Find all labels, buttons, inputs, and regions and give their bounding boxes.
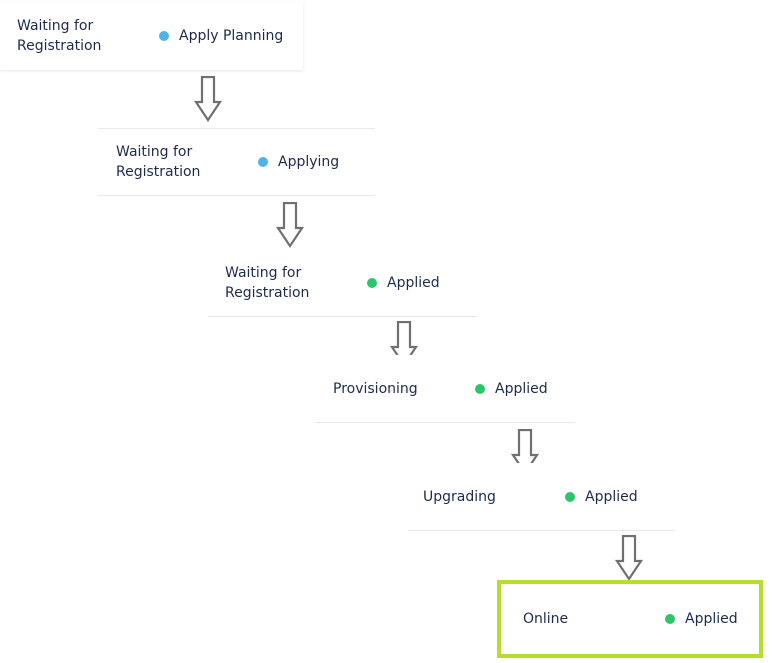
state-label: Waiting for Registration (17, 18, 102, 54)
state-row-1: Waiting for Registration Apply Planning (0, 2, 303, 70)
status-dot-icon (475, 383, 485, 394)
down-arrow-icon (276, 202, 304, 248)
status-indicator: Applied (475, 379, 548, 399)
status-text: Applied (685, 611, 738, 627)
status-dot-icon (159, 31, 169, 41)
state-row-5: Upgrading Applied (408, 463, 675, 531)
status-indicator: Applied (367, 273, 440, 293)
down-arrow-icon (615, 535, 643, 581)
status-indicator: Apply Planning (159, 26, 283, 46)
status-text: Applied (387, 274, 440, 291)
status-indicator: Applied (665, 609, 738, 629)
status-text: Applied (585, 488, 638, 505)
status-dot-icon (665, 614, 675, 624)
status-indicator: Applied (565, 487, 638, 507)
state-label: Upgrading (423, 488, 496, 505)
status-dot-icon (367, 277, 377, 288)
status-dot-icon (258, 157, 268, 167)
state-row-4: Provisioning Applied (315, 355, 575, 423)
state-label: Waiting for Registration (225, 264, 310, 301)
state-label: Provisioning (333, 380, 418, 397)
current-state-highlight: Online Applied (497, 580, 763, 658)
down-arrow-icon (194, 76, 222, 122)
state-label: Waiting for Registration (116, 144, 201, 180)
status-dot-icon (565, 491, 575, 502)
status-text: Apply Planning (179, 28, 284, 44)
state-row-2: Waiting for Registration Applying (98, 128, 375, 196)
status-indicator: Applying (258, 152, 339, 172)
state-label: Online (523, 611, 569, 627)
status-text: Applying (278, 154, 340, 170)
status-text: Applied (495, 380, 548, 397)
state-row-6: Online Applied (501, 585, 759, 653)
state-row-3: Waiting for Registration Applied (208, 249, 477, 317)
